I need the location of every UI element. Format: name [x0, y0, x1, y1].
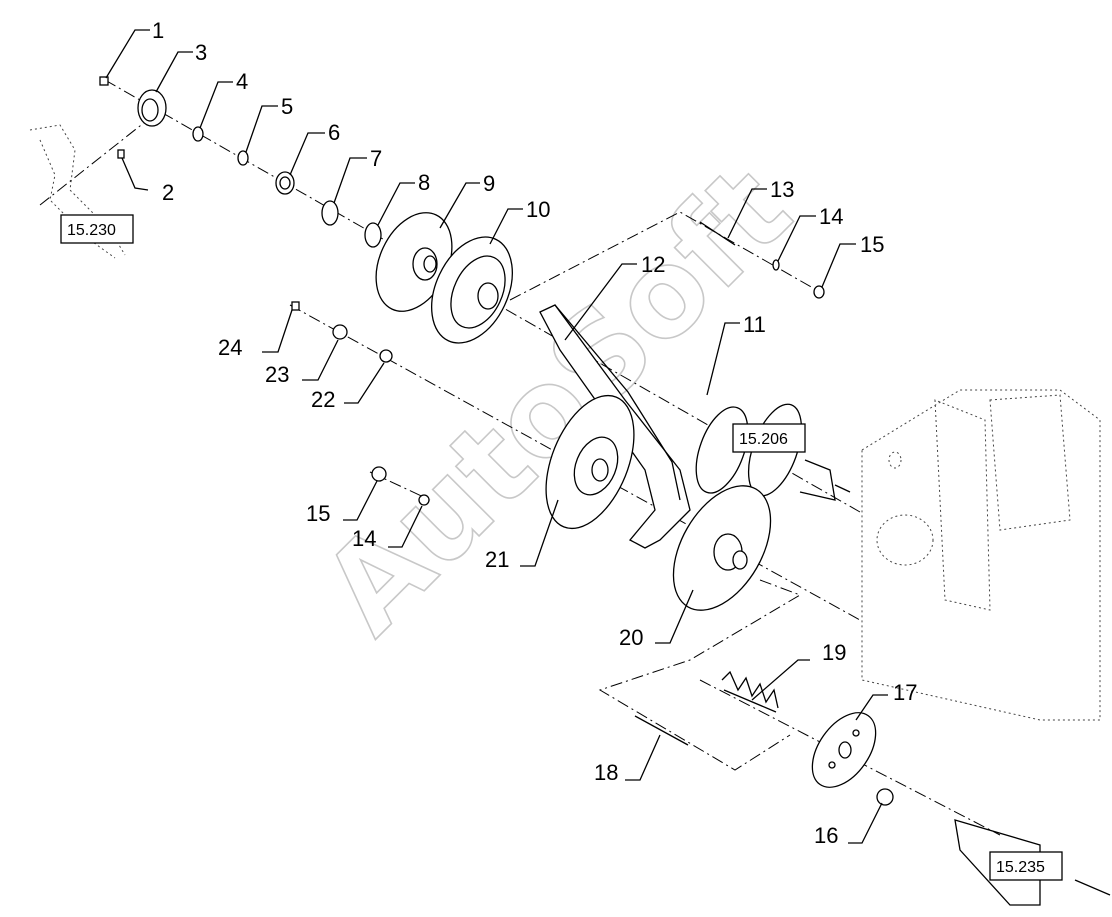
callout-5: 5	[281, 94, 293, 119]
callout-6: 6	[328, 120, 340, 145]
callout-23: 23	[265, 362, 289, 387]
part-3-bearing	[137, 89, 167, 127]
callout-14-lower: 14	[352, 526, 376, 551]
ref-box-15-235: 15.235	[989, 851, 1063, 881]
part-14-washer	[772, 259, 780, 271]
part-6-bushing	[275, 171, 295, 195]
callout-24: 24	[218, 335, 242, 360]
ref-box-15-230: 15.230	[60, 214, 134, 244]
frame-housing	[861, 389, 1101, 721]
callout-8: 8	[418, 170, 430, 195]
callout-21: 21	[485, 547, 509, 572]
ref-15-235: 15.235	[996, 859, 1045, 876]
callout-11: 11	[743, 312, 766, 337]
callout-9: 9	[483, 171, 495, 196]
leader-lines	[105, 29, 888, 844]
part-14-washer-lower	[418, 494, 430, 506]
ref-15-230: 15.230	[67, 222, 116, 239]
ref-box-15-206: 15.206	[732, 423, 806, 453]
part-23-nut	[332, 324, 348, 340]
part-15-nut	[813, 285, 825, 299]
part-21-pulley-half	[545, 394, 635, 530]
callout-7: 7	[370, 146, 382, 171]
pivot-center-line	[39, 117, 151, 206]
part-8-ring	[364, 222, 382, 248]
part-5-clip	[237, 150, 249, 166]
callout-19: 19	[822, 640, 846, 665]
callout-15-lower: 15	[306, 501, 330, 526]
part-19-spring	[721, 670, 779, 713]
part-17-flange	[811, 712, 877, 788]
output-center-line	[699, 679, 1001, 836]
part-22-washer	[379, 349, 393, 363]
callout-4: 4	[236, 69, 248, 94]
output-shaft	[954, 819, 1111, 906]
part-24-screw	[291, 301, 300, 311]
callout-3: 3	[195, 40, 207, 65]
part-9-pulley-half	[375, 212, 453, 312]
callout-labels: 1 2 3 4 5 6 7 8 9 10 11 12 13 14 15 24 2…	[152, 18, 917, 848]
callout-12: 12	[641, 252, 665, 277]
callout-16: 16	[814, 823, 838, 848]
callout-14: 14	[819, 204, 843, 229]
callout-13: 13	[770, 177, 794, 202]
callout-22: 22	[311, 387, 335, 412]
part-4-washer	[192, 126, 204, 142]
part-10-pulley-half	[431, 236, 513, 344]
part-7-snap-ring	[321, 200, 339, 226]
part-18-stud	[634, 715, 689, 746]
callout-10: 10	[526, 197, 550, 222]
callout-20: 20	[619, 625, 643, 650]
part-15-nut-lower	[371, 466, 387, 482]
callout-2: 2	[162, 180, 174, 205]
callout-15: 15	[860, 232, 884, 257]
part-20-pulley-half	[672, 485, 772, 611]
callout-18: 18	[594, 760, 618, 785]
ref-15-206: 15.206	[739, 431, 788, 448]
callout-17: 17	[893, 680, 917, 705]
part-2-setscrew	[117, 149, 125, 159]
part-1-bolt	[99, 76, 109, 86]
part-13-stud	[699, 221, 736, 246]
part-16-nut	[876, 788, 894, 806]
callout-1: 1	[152, 18, 164, 43]
